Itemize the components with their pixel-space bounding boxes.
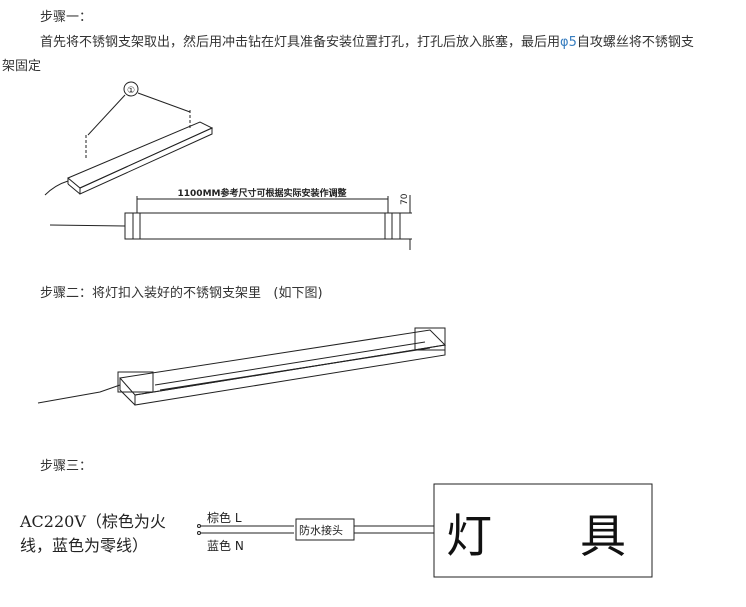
wire-neutral-label: 蓝色 N: [207, 539, 244, 553]
wiring-diagram: [197, 483, 653, 578]
screw-size: φ5: [560, 35, 577, 50]
fixture-label-1: 灯: [446, 509, 492, 563]
dimension-drawing: 1100MM参考尺寸可根据实际安装作调整 70: [49, 187, 412, 250]
step2-text: 步骤二：将灯扣入装好的不锈钢支架里: [40, 286, 262, 301]
connector-label: 防水接头: [299, 524, 343, 537]
bracket-mounting-drawing: [44, 81, 214, 196]
step3-label: 步骤三：: [40, 459, 93, 474]
height-label: 70: [400, 193, 410, 205]
callout-number: ①: [127, 86, 135, 96]
step1-text-wrap: 架固定: [2, 59, 42, 74]
lamp-in-bracket-drawing: [37, 327, 447, 406]
step2-note: (如下图): [273, 286, 323, 301]
fixture-box: [433, 483, 653, 578]
power-note-1: AC220V（棕色为火: [20, 512, 166, 531]
power-note-2: 线，蓝色为零线）: [20, 536, 149, 555]
step2-label: 步骤二：将灯扣入装好的不锈钢支架里 (如下图): [40, 282, 323, 301]
step1-text-cont: 自攻螺丝将不锈钢支: [576, 35, 694, 50]
dimension-label: 1100MM参考尺寸可根据实际安装作调整: [178, 187, 347, 199]
step1-instructions: 首先将不锈钢支架取出，然后用冲击钻在灯具准备安装位置打孔，打孔后放入胀塞，最后用…: [40, 31, 694, 50]
waterproof-connector: [295, 518, 355, 541]
fixture-label-2: 具: [580, 509, 626, 563]
step1-label: 步骤一：: [40, 10, 93, 25]
wire-live-label: 棕色 L: [207, 511, 242, 525]
step1-text: 首先将不锈钢支架取出，然后用冲击钻在灯具准备安装位置打孔，打孔后放入胀塞，最后用: [40, 35, 561, 50]
